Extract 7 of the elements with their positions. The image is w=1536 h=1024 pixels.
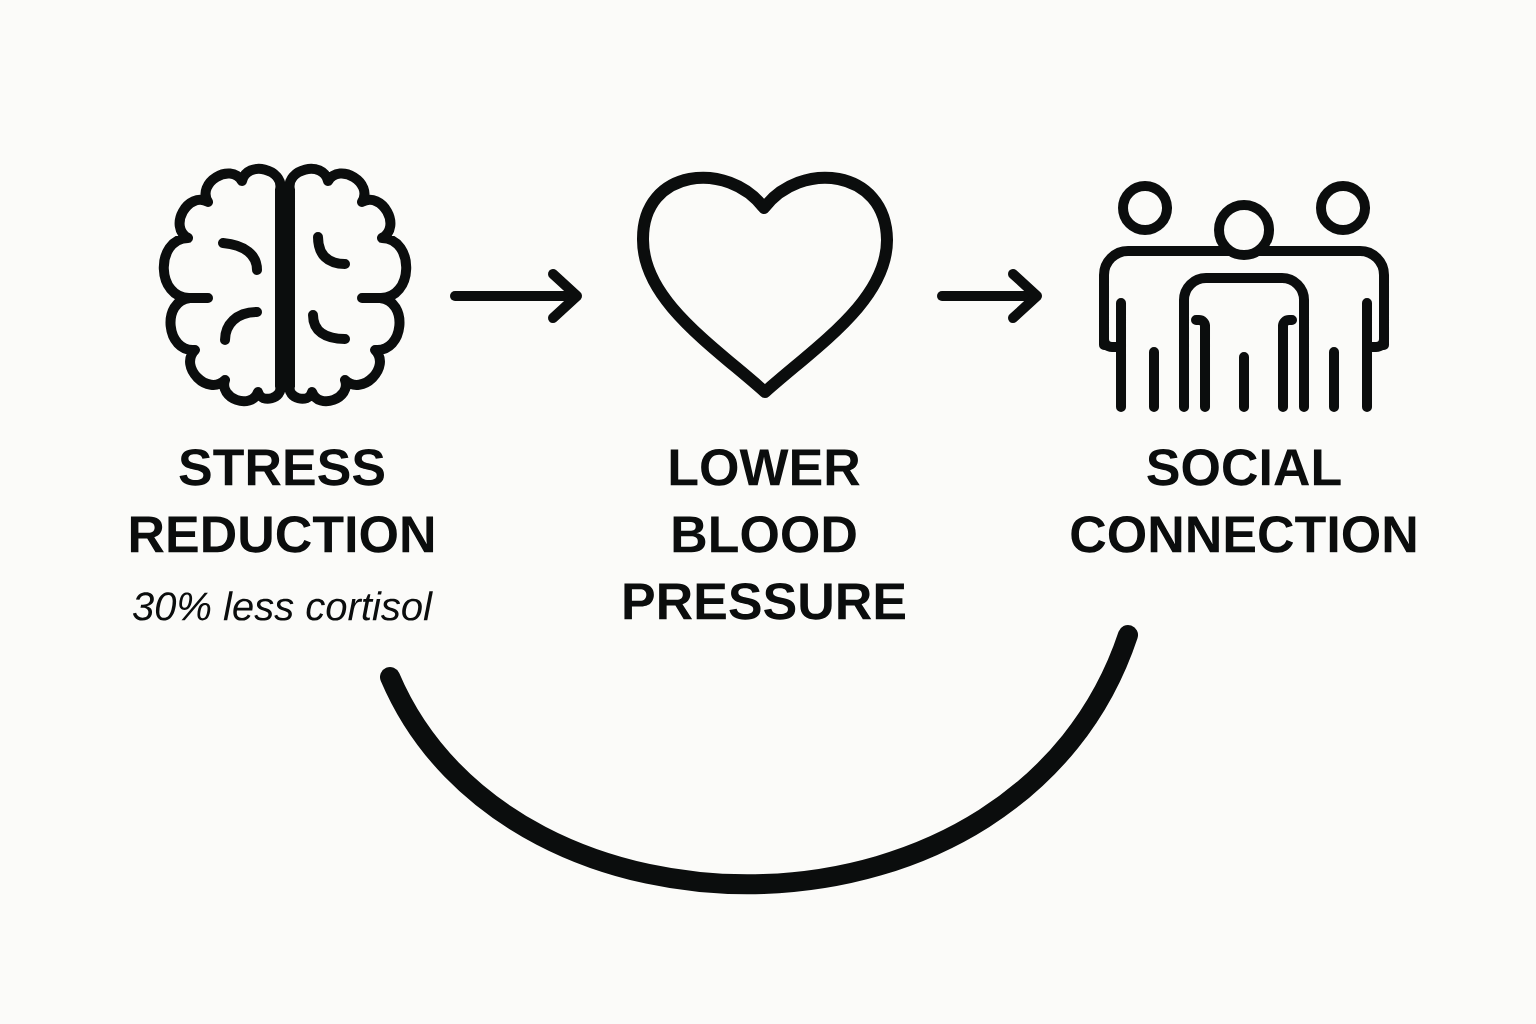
curved-line	[380, 625, 1138, 894]
arrow	[937, 269, 1042, 323]
step-title: STRESS REDUCTION	[130, 448, 434, 553]
arrow	[450, 269, 582, 323]
step-title: SOCIAL CONNECTION	[1071, 448, 1416, 553]
step-note: 30% less cortisol	[132, 591, 433, 621]
step-title: LOWER BLOOD PRESSURE	[624, 448, 905, 620]
